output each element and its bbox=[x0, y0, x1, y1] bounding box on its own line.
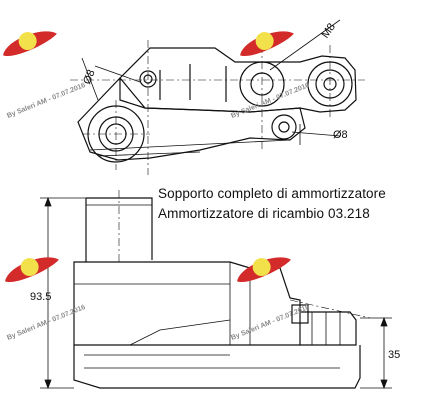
watermark-text-2: By Saleri AM - 07.07.2016 bbox=[230, 82, 310, 120]
center-lines-side bbox=[118, 190, 371, 319]
watermark-text-1: By Saleri AM - 07.07.2016 bbox=[6, 82, 86, 120]
m-thread-label: M8 bbox=[319, 21, 338, 40]
dimension-lines-side bbox=[40, 196, 392, 390]
caption-line-1: Sopporto completo di ammortizzatore bbox=[158, 186, 386, 201]
dia-right-label: Ø8 bbox=[333, 129, 348, 141]
watermark-logo-1 bbox=[3, 31, 57, 56]
top-view bbox=[77, 47, 357, 163]
caption-line-2: Ammortizzatore di ricambio 03.218 bbox=[158, 206, 370, 221]
side-view bbox=[73, 197, 361, 389]
dia-left-label: Ø8 bbox=[81, 68, 98, 86]
watermark-logo-4 bbox=[237, 257, 291, 282]
center-lines-top bbox=[70, 40, 365, 175]
height-lower-label: 35 bbox=[388, 349, 400, 361]
watermark-logo-2 bbox=[240, 31, 294, 56]
height-total-label: 93.5 bbox=[30, 291, 51, 303]
dimension-leaders-top bbox=[81, 19, 341, 145]
watermark-logo-3 bbox=[5, 257, 59, 282]
